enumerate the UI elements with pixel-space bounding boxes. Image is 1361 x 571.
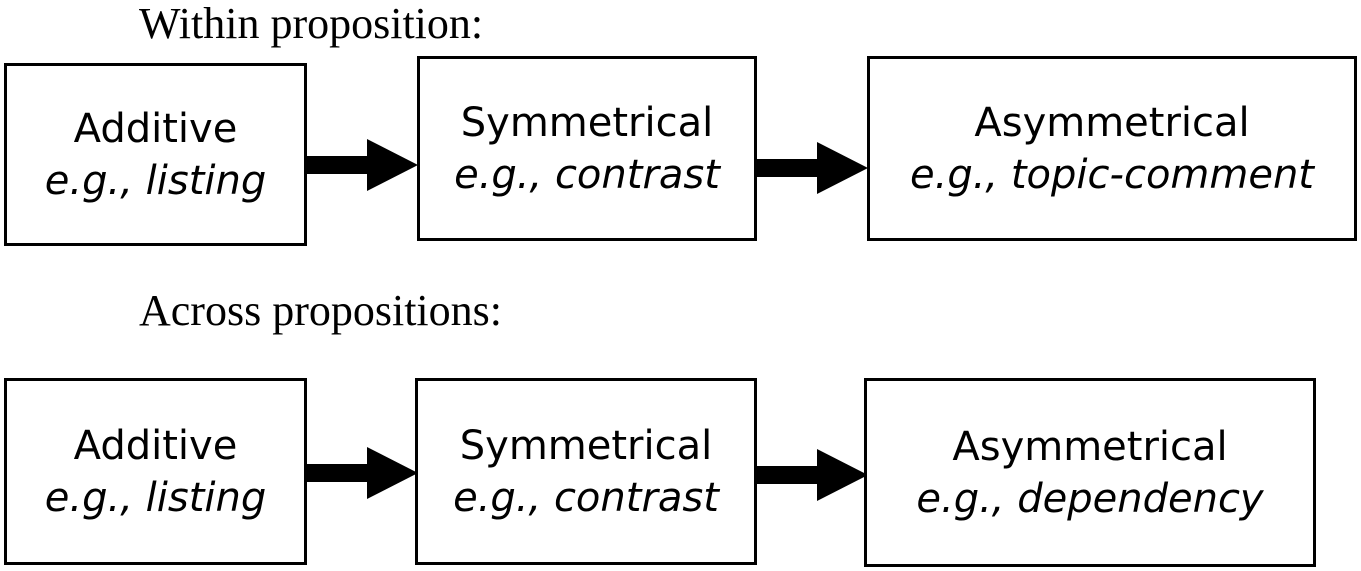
row-1-box-asymmetrical-example: e.g., topic-comment bbox=[910, 151, 1314, 198]
row-1-box-symmetrical-name: Symmetrical bbox=[460, 99, 714, 146]
row-1-box-symmetrical: Symmetrical e.g., contrast bbox=[417, 56, 757, 241]
row-2-box-additive-name: Additive bbox=[73, 422, 238, 469]
row-2-box-additive-example: e.g., listing bbox=[44, 474, 267, 521]
row-1-box-additive-example: e.g., listing bbox=[44, 157, 267, 204]
row-2-box-symmetrical-example: e.g., contrast bbox=[453, 474, 719, 521]
row-1-box-additive-name: Additive bbox=[73, 105, 238, 152]
row-2-box-asymmetrical-name: Asymmetrical bbox=[952, 423, 1228, 470]
row-2-box-additive: Additive e.g., listing bbox=[4, 378, 307, 565]
row-1-box-asymmetrical: Asymmetrical e.g., topic-comment bbox=[867, 56, 1357, 241]
row-2-box-symmetrical-name: Symmetrical bbox=[459, 422, 713, 469]
row-1-box-asymmetrical-name: Asymmetrical bbox=[974, 99, 1250, 146]
row-1-box-additive: Additive e.g., listing bbox=[4, 63, 307, 246]
arrow-right-icon bbox=[305, 447, 418, 499]
arrow-right-icon bbox=[305, 139, 418, 191]
arrow-right-icon bbox=[755, 449, 868, 501]
row-1-box-symmetrical-example: e.g., contrast bbox=[454, 151, 720, 198]
row-2-title: Across propositions: bbox=[139, 286, 502, 335]
row-2-box-asymmetrical: Asymmetrical e.g., dependency bbox=[864, 378, 1316, 567]
row-2-box-asymmetrical-example: e.g., dependency bbox=[916, 475, 1264, 522]
arrow-right-icon bbox=[755, 142, 868, 194]
row-1-title: Within proposition: bbox=[139, 0, 484, 48]
row-2-box-symmetrical: Symmetrical e.g., contrast bbox=[415, 378, 757, 565]
